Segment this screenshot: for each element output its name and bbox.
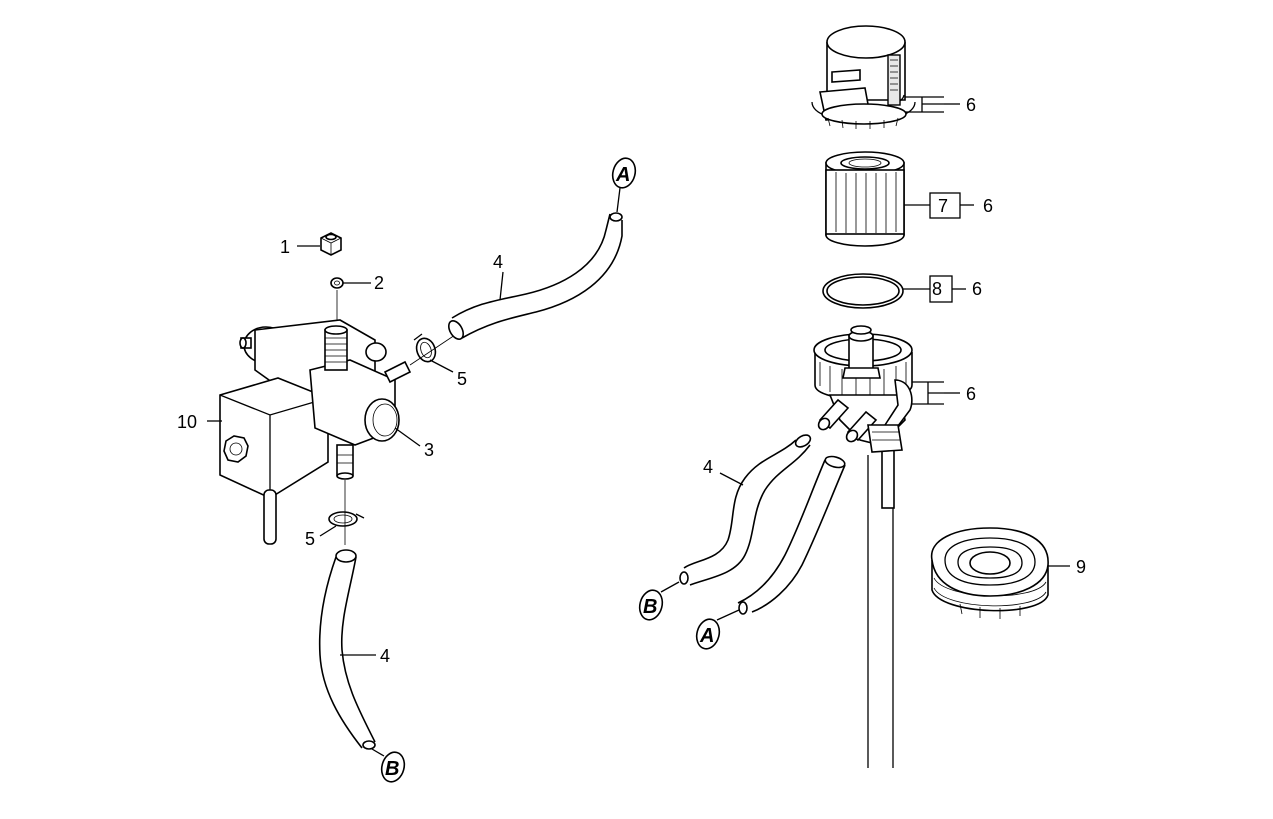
- connector-a-right: A: [695, 618, 721, 650]
- leader-5b: [319, 525, 337, 537]
- hose-right-to-a: [737, 455, 846, 615]
- label-2: 2: [374, 273, 384, 293]
- part-9-grommet: [930, 527, 1049, 619]
- axis-line-2: [409, 334, 456, 366]
- label-8: 8: [932, 279, 942, 299]
- leader-a-top: [616, 187, 621, 213]
- part-1-hex-nut: [320, 232, 342, 256]
- label-6d: 6: [966, 384, 976, 404]
- label-10: 10: [177, 412, 197, 432]
- leader-4a: [499, 271, 504, 301]
- connector-b-right: B: [638, 589, 664, 621]
- leader-4c: [719, 472, 744, 486]
- part-8-o-ring: [822, 273, 904, 309]
- part-4-hose-right-to-b: [679, 434, 812, 586]
- svg-text:A: A: [615, 164, 630, 186]
- part-4-hose-to-a: [447, 212, 623, 340]
- connector-a-top: A: [611, 157, 637, 189]
- label-5b: 5: [305, 529, 315, 549]
- part-5-hose-clamp-lower: [328, 511, 365, 527]
- label-9: 9: [1076, 557, 1086, 577]
- label-6b: 6: [983, 196, 993, 216]
- label-4b: 4: [380, 646, 390, 666]
- connector-b-bottom: B: [380, 751, 406, 783]
- label-3: 3: [424, 440, 434, 460]
- filter-housing-bowl: [811, 25, 916, 129]
- label-1: 1: [280, 237, 290, 257]
- label-6a: 6: [966, 95, 976, 115]
- filter-head: [813, 325, 913, 768]
- part-10-solenoid-valve: [219, 319, 412, 545]
- leader-b-bottom: [371, 748, 385, 757]
- leader-b-right: [660, 581, 680, 593]
- bracket-6d: [912, 381, 944, 405]
- part-5-hose-clamp-upper: [413, 333, 437, 363]
- leader-5a: [429, 359, 454, 373]
- svg-text:B: B: [385, 758, 399, 780]
- svg-text:B: B: [643, 596, 657, 618]
- bracket-6a: [905, 96, 944, 113]
- label-7: 7: [938, 196, 948, 216]
- leader-a-right: [716, 609, 740, 621]
- part-7-filter-element: [825, 151, 905, 247]
- label-4c: 4: [703, 457, 713, 477]
- part-4-hose-to-b: [318, 549, 376, 750]
- label-4a: 4: [493, 252, 503, 272]
- part-2-olive-ring: [330, 277, 344, 289]
- label-5a: 5: [457, 369, 467, 389]
- label-6c: 6: [972, 279, 982, 299]
- leader-3: [394, 427, 421, 447]
- svg-text:A: A: [699, 625, 714, 647]
